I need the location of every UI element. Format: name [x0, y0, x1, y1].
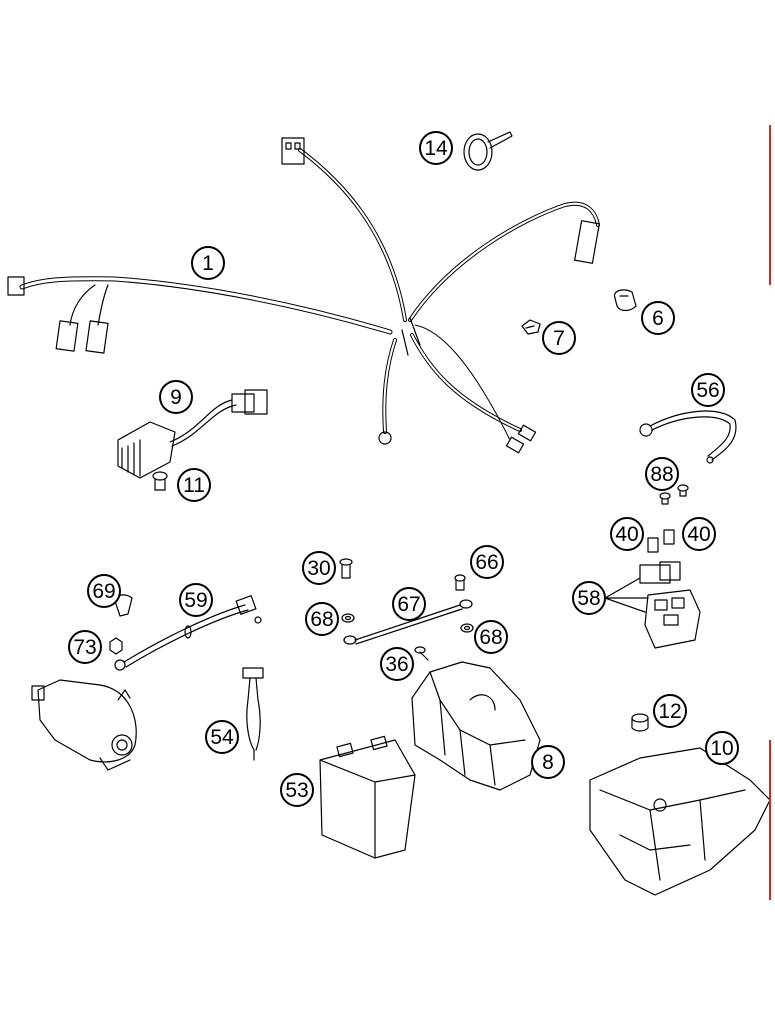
callout-12: 12 — [653, 694, 687, 728]
nut-73 — [109, 637, 123, 655]
screw-66 — [454, 574, 466, 591]
callout-40-left: 40 — [610, 517, 644, 551]
screws-88 — [659, 484, 689, 505]
small-clip — [521, 319, 541, 335]
ground-cable — [639, 410, 737, 464]
callout-1: 1 — [191, 246, 225, 280]
wiring-harness — [7, 137, 600, 454]
cable-tie — [463, 131, 513, 171]
callout-10: 10 — [705, 731, 739, 765]
starter-motor — [31, 679, 137, 771]
callout-7: 7 — [542, 321, 576, 355]
callout-54: 54 — [205, 720, 239, 754]
voltage-regulator — [117, 389, 268, 479]
rubber-grommet — [631, 713, 649, 732]
callout-58: 58 — [572, 581, 606, 615]
starter-relay — [604, 561, 701, 649]
screw-30 — [339, 558, 353, 579]
callout-53: 53 — [280, 773, 314, 807]
callout-30: 30 — [302, 551, 336, 585]
clip-part — [613, 289, 637, 312]
page-edge-mark-bottom — [769, 740, 771, 900]
callout-11: 11 — [177, 468, 211, 502]
screw-36 — [414, 646, 429, 661]
fuse-puller — [242, 667, 264, 761]
callout-67: 67 — [392, 587, 426, 621]
callout-40-right: 40 — [682, 517, 716, 551]
callout-73: 73 — [68, 630, 102, 664]
electronics-tray — [589, 747, 771, 896]
battery-cable — [343, 599, 473, 645]
callout-69: 69 — [87, 574, 121, 608]
battery — [319, 735, 416, 859]
callout-59: 59 — [179, 583, 213, 617]
callout-14: 14 — [419, 131, 453, 165]
screw-11 — [152, 471, 168, 491]
callout-68-left: 68 — [305, 602, 339, 636]
page-edge-mark-top — [769, 125, 771, 285]
battery-box — [411, 661, 541, 791]
callout-66: 66 — [470, 545, 504, 579]
fuses-40 — [647, 529, 675, 553]
callout-36: 36 — [380, 647, 414, 681]
washers-68 — [341, 613, 474, 633]
callout-88: 88 — [645, 457, 679, 491]
callout-8: 8 — [531, 745, 565, 779]
callout-9: 9 — [159, 380, 193, 414]
callout-56: 56 — [691, 373, 725, 407]
callout-6: 6 — [641, 301, 675, 335]
starter-cable — [114, 595, 262, 671]
callout-68-right: 68 — [474, 620, 508, 654]
